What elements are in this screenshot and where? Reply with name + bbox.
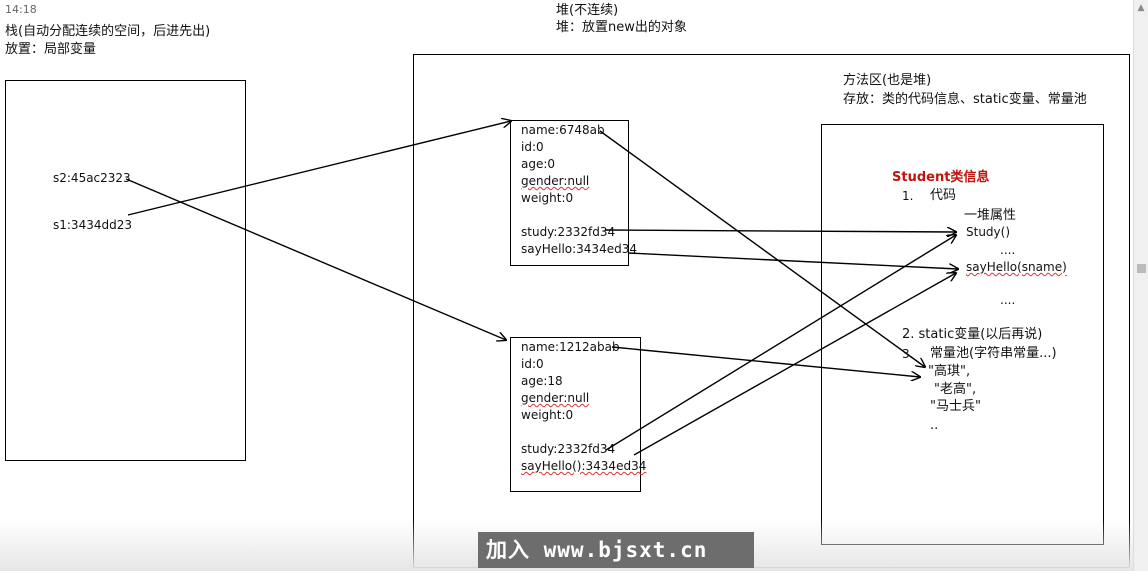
object-1-id: id:0 bbox=[521, 140, 544, 154]
const-2: "老高", bbox=[934, 382, 977, 397]
stack-desc: 放置：局部变量 bbox=[5, 42, 97, 57]
scroll-thumb[interactable] bbox=[1137, 264, 1146, 273]
object-1-name: name:6748ab bbox=[521, 123, 605, 137]
student-class-title: Student类信息 bbox=[892, 170, 990, 185]
vertical-scrollbar[interactable]: ▲ bbox=[1133, 0, 1148, 571]
method-area-title: 方法区(也是堆) bbox=[843, 73, 932, 88]
heap-desc: 堆：放置new出的对象 bbox=[556, 20, 687, 35]
method-area-desc: 存放：类的代码信息、static变量、常量池 bbox=[843, 92, 1087, 107]
object-2-sayhello: sayHello():3434ed34 bbox=[521, 459, 647, 473]
study-method: Study() bbox=[966, 225, 1011, 239]
object-1-weight: weight:0 bbox=[521, 191, 574, 205]
object-2-weight: weight:0 bbox=[521, 408, 574, 422]
stack-box bbox=[5, 80, 246, 461]
item-3-label: 常量池(字符串常量...) bbox=[930, 346, 1057, 361]
object-1-study: study:2332fd34 bbox=[521, 225, 616, 239]
object-1-sayhello: sayHello:3434ed34 bbox=[521, 242, 637, 256]
object-1-gender: gender:null bbox=[521, 174, 590, 188]
object-2-id: id:0 bbox=[521, 357, 544, 371]
object-2-age: age:18 bbox=[521, 374, 563, 388]
item-3-number: 3. bbox=[902, 347, 914, 361]
dots-3: .. bbox=[930, 418, 939, 433]
object-2-name: name:1212abab bbox=[521, 340, 620, 354]
stack-var-s1: s1:3434dd23 bbox=[53, 218, 132, 232]
item-1-number: 1. bbox=[902, 189, 914, 203]
item-2-static: 2. static变量(以后再说) bbox=[902, 327, 1043, 342]
dots-2: .... bbox=[1000, 293, 1016, 307]
scroll-up-icon[interactable]: ▲ bbox=[1137, 3, 1145, 13]
object-1-age: age:0 bbox=[521, 157, 556, 171]
const-1: "高琪", bbox=[928, 364, 971, 379]
object-2-gender: gender:null bbox=[521, 391, 590, 405]
timestamp: 14:18 bbox=[5, 3, 37, 16]
object-2-study: study:2332fd34 bbox=[521, 442, 616, 456]
sayhello-method: sayHello(sname) bbox=[966, 260, 1067, 274]
stack-title: 栈(自动分配连续的空间，后进先出) bbox=[5, 24, 211, 39]
dots-1: .... bbox=[1000, 243, 1016, 257]
stack-var-s2: s2:45ac2323 bbox=[53, 171, 131, 185]
watermark-logo: 加入 www.bjsxt.cn bbox=[478, 532, 754, 568]
const-3: "马士兵" bbox=[930, 399, 981, 414]
attrs-label: 一堆属性 bbox=[964, 208, 1017, 223]
item-1-label: 代码 bbox=[930, 188, 957, 203]
heap-title: 堆(不连续) bbox=[556, 3, 619, 18]
